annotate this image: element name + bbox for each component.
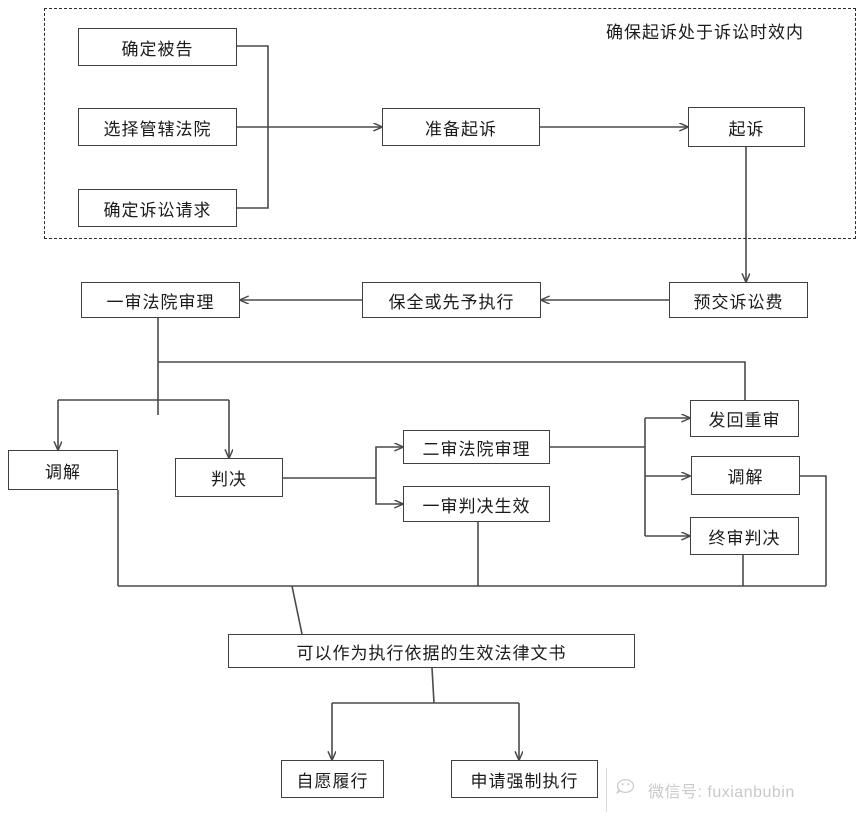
node-second-instance-trial[interactable]: 二审法院审理 bbox=[403, 430, 550, 464]
node-select-jurisdiction-court[interactable]: 选择管辖法院 bbox=[78, 108, 237, 146]
node-preservation-or-advance-execution[interactable]: 保全或先予执行 bbox=[362, 282, 541, 318]
node-first-instance-trial[interactable]: 一审法院审理 bbox=[81, 282, 240, 318]
node-final-judgment[interactable]: 终审判决 bbox=[690, 517, 799, 555]
node-mediation-second-instance[interactable]: 调解 bbox=[691, 456, 800, 495]
node-determine-defendant[interactable]: 确定被告 bbox=[78, 28, 237, 66]
node-mediation-first-instance[interactable]: 调解 bbox=[8, 450, 118, 490]
wechat-icon bbox=[616, 778, 642, 802]
watermark-text: 微信号: fuxianbubin bbox=[648, 784, 795, 801]
node-file-lawsuit[interactable]: 起诉 bbox=[688, 107, 805, 147]
node-remand-for-retrial[interactable]: 发回重审 bbox=[690, 400, 799, 437]
node-enforceable-legal-document[interactable]: 可以作为执行依据的生效法律文书 bbox=[228, 634, 635, 668]
node-determine-claims[interactable]: 确定诉讼请求 bbox=[78, 189, 237, 227]
node-first-instance-judgment-effective[interactable]: 一审判决生效 bbox=[403, 486, 550, 522]
node-judgment[interactable]: 判决 bbox=[175, 458, 283, 497]
watermark: 微信号: fuxianbubin bbox=[616, 778, 795, 802]
statute-of-limitations-note: 确保起诉处于诉讼时效内 bbox=[606, 23, 804, 42]
watermark-divider bbox=[606, 768, 607, 812]
node-apply-compulsory-enforcement[interactable]: 申请强制执行 bbox=[451, 760, 598, 798]
pre-filing-group-frame bbox=[44, 8, 856, 239]
node-prepare-lawsuit[interactable]: 准备起诉 bbox=[382, 108, 540, 146]
node-prepay-litigation-fee[interactable]: 预交诉讼费 bbox=[669, 282, 808, 318]
node-voluntary-performance[interactable]: 自愿履行 bbox=[281, 760, 384, 798]
